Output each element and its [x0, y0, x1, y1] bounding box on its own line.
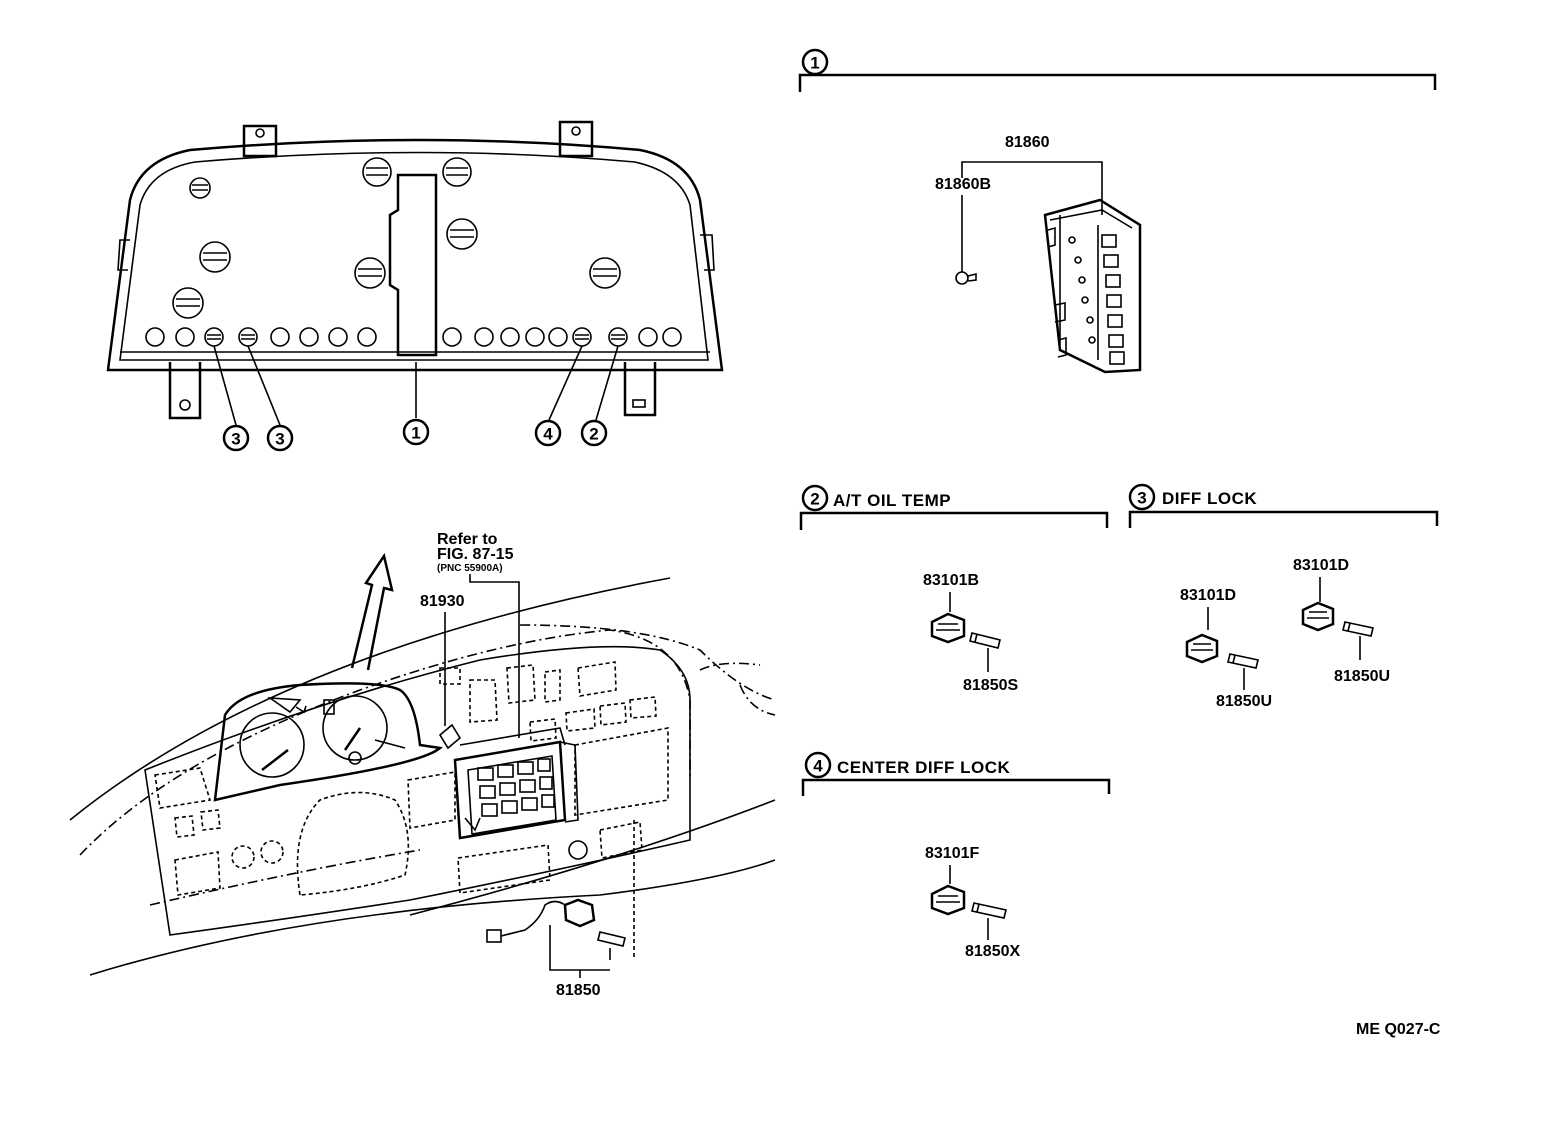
bulb-81850s-icon [969, 632, 1001, 649]
bulb-81850u-right-icon [1342, 621, 1374, 637]
part-81850s: 81850S [963, 677, 1018, 694]
cluster-bulb-sockets-lower [145, 327, 682, 347]
refer-to-line3: (PNC 55900A) [437, 563, 503, 574]
svg-text:3: 3 [275, 430, 284, 449]
socket-83101d-right-icon [1301, 601, 1335, 632]
section-4-title: CENTER DIFF LOCK [837, 758, 1010, 777]
svg-text:1: 1 [411, 424, 420, 443]
cluster-callout-4: 4 [534, 419, 562, 447]
svg-text:4: 4 [543, 425, 553, 444]
circuit-plate-81860-icon [1043, 198, 1142, 374]
part-83101d-left: 83101D [1180, 587, 1236, 604]
section-2-title: A/T OIL TEMP [833, 491, 951, 510]
part-81850x: 81850X [965, 943, 1020, 960]
svg-text:1: 1 [810, 54, 819, 73]
cluster-callout-3b: 3 [266, 424, 294, 452]
socket-83101b-icon [930, 612, 966, 644]
cluster-callout-1: 1 [402, 418, 430, 446]
section-3-diff-lock: 3 DIFF LOCK 83101D 83101D 81850U 81850U [1128, 483, 1439, 710]
part-83101f: 83101F [925, 845, 979, 862]
part-81860: 81860 [1005, 134, 1050, 151]
section-3-title: DIFF LOCK [1162, 489, 1257, 508]
bulb-81850u-left-icon [1227, 653, 1259, 669]
section-1-circuit-plate: 1 81860 81860B [798, 48, 1437, 374]
part-83101d-right: 83101D [1293, 557, 1349, 574]
part-81860b: 81860B [935, 176, 991, 193]
refer-to-line2: FIG. 87-15 [437, 546, 514, 563]
part-83101b: 83101B [923, 572, 979, 589]
svg-text:2: 2 [810, 490, 819, 509]
wire-harness-81850-icon [486, 898, 626, 947]
socket-83101f-icon [930, 884, 966, 916]
cluster-bulb-sockets-upper [172, 157, 621, 319]
cluster-callout-2: 2 [580, 419, 608, 447]
instrument-cluster-rear-view: 3 3 1 4 2 [106, 120, 724, 452]
svg-text:2: 2 [589, 425, 598, 444]
dashboard-perspective-view: Refer to FIG. 87-15 (PNC 55900A) 81930 8… [69, 531, 776, 999]
part-81850: 81850 [556, 982, 601, 999]
part-81850u-left: 81850U [1216, 693, 1272, 710]
svg-text:3: 3 [231, 430, 240, 449]
cluster-callout-3a: 3 [222, 424, 250, 452]
dash-switch-panels [154, 661, 669, 896]
svg-text:3: 3 [1137, 489, 1146, 508]
control-panel-81930-icon [453, 727, 579, 840]
screw-81860b-icon [955, 271, 977, 285]
figure-code: ME Q027-C [1356, 1021, 1441, 1038]
section-2-at-oil-temp: 2 A/T OIL TEMP 83101B 81850S [799, 484, 1109, 694]
svg-text:4: 4 [813, 757, 823, 776]
section-4-center-diff-lock: 4 CENTER DIFF LOCK 83101F 81850X [801, 751, 1111, 960]
bulb-81850x-icon [971, 902, 1007, 919]
part-81850u-right: 81850U [1334, 668, 1390, 685]
refer-to-line1: Refer to [437, 531, 498, 548]
part-81930: 81930 [420, 593, 465, 610]
socket-83101d-left-icon [1185, 633, 1219, 664]
